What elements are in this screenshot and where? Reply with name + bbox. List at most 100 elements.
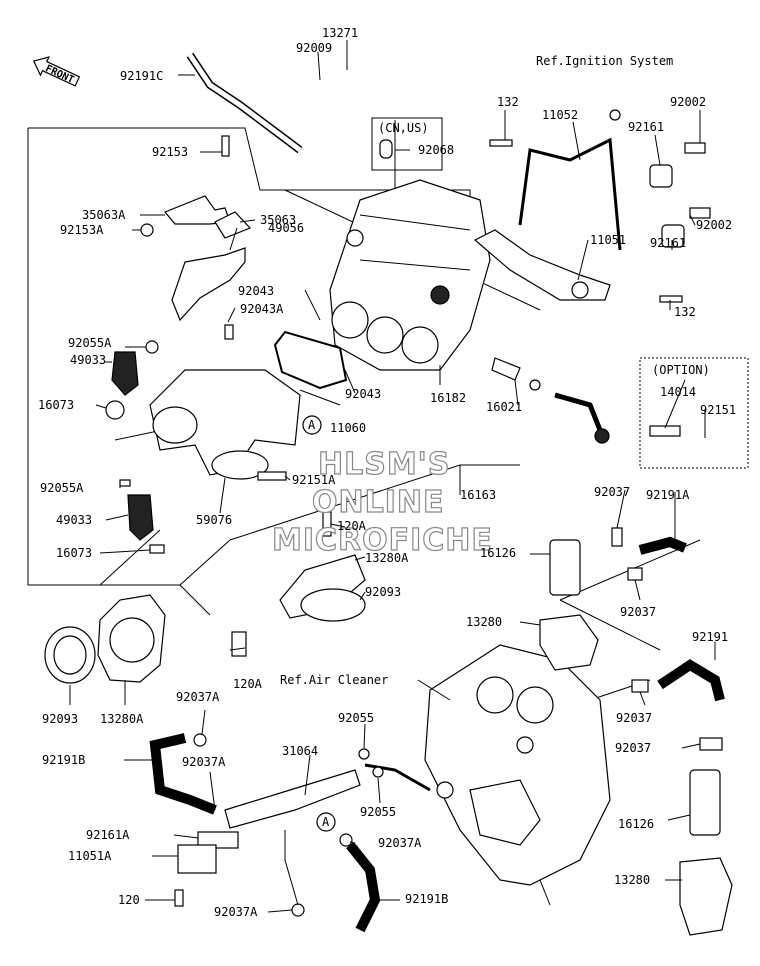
- throttle-body-icon: [329, 179, 491, 371]
- part-number-label: 11051: [590, 233, 626, 247]
- front-label: FRONT: [44, 63, 76, 86]
- callout-a-2: [316, 812, 336, 832]
- part-number-label: 92043A: [240, 302, 284, 316]
- injector-49033-icon: [111, 351, 139, 396]
- bracket-11051a-icon: [177, 844, 217, 874]
- part-number-label: 92002: [696, 218, 732, 232]
- part-number-label: 92153A: [60, 223, 104, 237]
- bolt-120a-b-icon: [231, 631, 247, 657]
- gasket-11060-icon: [273, 330, 348, 390]
- part-number-label: 35063: [260, 213, 296, 227]
- part-92161a-icon: [197, 831, 239, 849]
- callout-a-1-label: A: [308, 418, 316, 432]
- watermark-line-1: HLSM'S: [318, 447, 450, 482]
- part-number-label: 16163: [460, 488, 496, 502]
- bracket-13280-icon: [539, 614, 599, 671]
- part-number-label: 11051A: [68, 849, 112, 863]
- part-number-label: 92191: [692, 630, 728, 644]
- bolt-92002b-icon: [689, 207, 711, 219]
- clamp-92037d-icon: [699, 737, 723, 751]
- part-number-label: 92037A: [176, 690, 220, 704]
- bracket-13280b-icon: [679, 857, 733, 936]
- clamp-92037a-c-icon: [291, 903, 305, 917]
- bolt-120-icon: [174, 889, 184, 907]
- watermark-line-3: MICROFICHE: [272, 523, 493, 558]
- leader-lines: [69, 40, 716, 913]
- part-number-label: 92037: [620, 605, 656, 619]
- bolt-92153-icon: [221, 135, 230, 157]
- part-number-label: 92037: [615, 741, 651, 755]
- part-number-label: 13280: [614, 873, 650, 887]
- hose-92191a-icon: [638, 536, 687, 555]
- pin-92043a-icon: [224, 324, 234, 340]
- part-number-label: 120A: [337, 519, 367, 533]
- part-number-label: 16021: [486, 400, 522, 414]
- part-number-label: 92093: [42, 712, 78, 726]
- part-number-label: 92037: [594, 485, 630, 499]
- option-box: [639, 357, 749, 469]
- part-number-label: 92161: [650, 236, 686, 250]
- air-cleaner-icon: [424, 644, 611, 906]
- part-number-label: 92043: [345, 387, 381, 401]
- part-number-label: 120A: [233, 677, 263, 691]
- bracket-35063-icon: [214, 211, 252, 239]
- tube-31064-icon: [224, 769, 361, 829]
- part-number-label: 92191B: [405, 892, 448, 906]
- injector-49033b-icon: [127, 494, 154, 541]
- part-number-label: 13280: [466, 615, 502, 629]
- bolt-92002-icon: [684, 142, 706, 154]
- part-number-label: 92037A: [378, 836, 422, 850]
- part-number-label: 49033: [56, 513, 92, 527]
- part-number-label: 13271: [322, 26, 358, 40]
- oring-92055b-icon: [372, 766, 384, 778]
- part-number-label: 13280A: [100, 712, 144, 726]
- gasket-92093-icon: [300, 588, 366, 622]
- bolt-92151a-icon: [257, 471, 287, 481]
- part-number-label: 11060: [330, 421, 366, 435]
- part-number-label: 11052: [542, 108, 578, 122]
- ref-ignition-system: Ref.Ignition System: [536, 54, 673, 68]
- part-number-label: 92002: [670, 95, 706, 109]
- part-number-label: 92161: [628, 120, 664, 134]
- clamp-92037a-icon: [193, 733, 207, 747]
- plug-92068-icon: [379, 139, 393, 159]
- part-number-label: 92055: [360, 805, 396, 819]
- part-number-label: 13280A: [365, 551, 409, 565]
- part-number-label: 35063A: [82, 208, 126, 222]
- part-number-label: 59076: [196, 513, 232, 527]
- part-number-label: 92151: [700, 403, 736, 417]
- part-number-label: 92055: [338, 711, 374, 725]
- watermark-line-2: ONLINE: [312, 485, 445, 520]
- grommet-92161-icon: [649, 164, 673, 188]
- part-number-label: 132: [674, 305, 696, 319]
- part-number-label: 92037A: [214, 905, 258, 919]
- part-number-label: 92093: [365, 585, 401, 599]
- part-number-label: 92055A: [40, 481, 84, 495]
- part-labels: 132719200992191C132110529200292161920689…: [38, 26, 736, 919]
- part-number-label: 120: [118, 893, 140, 907]
- cn-us-label: (CN,US): [378, 121, 429, 135]
- part-number-label: 16126: [618, 817, 654, 831]
- fuel-rail-49056-icon: [171, 247, 246, 322]
- intake-manifold-icon: [149, 369, 301, 480]
- part-number-label: 92009: [296, 41, 332, 55]
- part-number-label: 16182: [430, 391, 466, 405]
- oring-16073-icon: [105, 400, 125, 420]
- part-number-label: 16126: [480, 546, 516, 560]
- oring-16073b-icon: [149, 544, 165, 554]
- line-92055-icon: [364, 763, 431, 792]
- part-number-label: 31064: [282, 744, 318, 758]
- bolt-132-icon: [489, 139, 513, 147]
- screw-92153a-icon: [140, 223, 154, 237]
- front-arrow-icon: FRONT: [32, 56, 81, 87]
- part-number-label: 92055A: [68, 336, 112, 350]
- part-number-label: 92151A: [292, 473, 336, 487]
- part-number-label: 92161A: [86, 828, 130, 842]
- hose-92191b-icon: [149, 733, 217, 815]
- part-number-label: 14014: [660, 385, 696, 399]
- part-number-label: 92037: [616, 711, 652, 725]
- option-label: (OPTION): [652, 363, 710, 377]
- clamp-92037a-b-icon: [339, 833, 353, 847]
